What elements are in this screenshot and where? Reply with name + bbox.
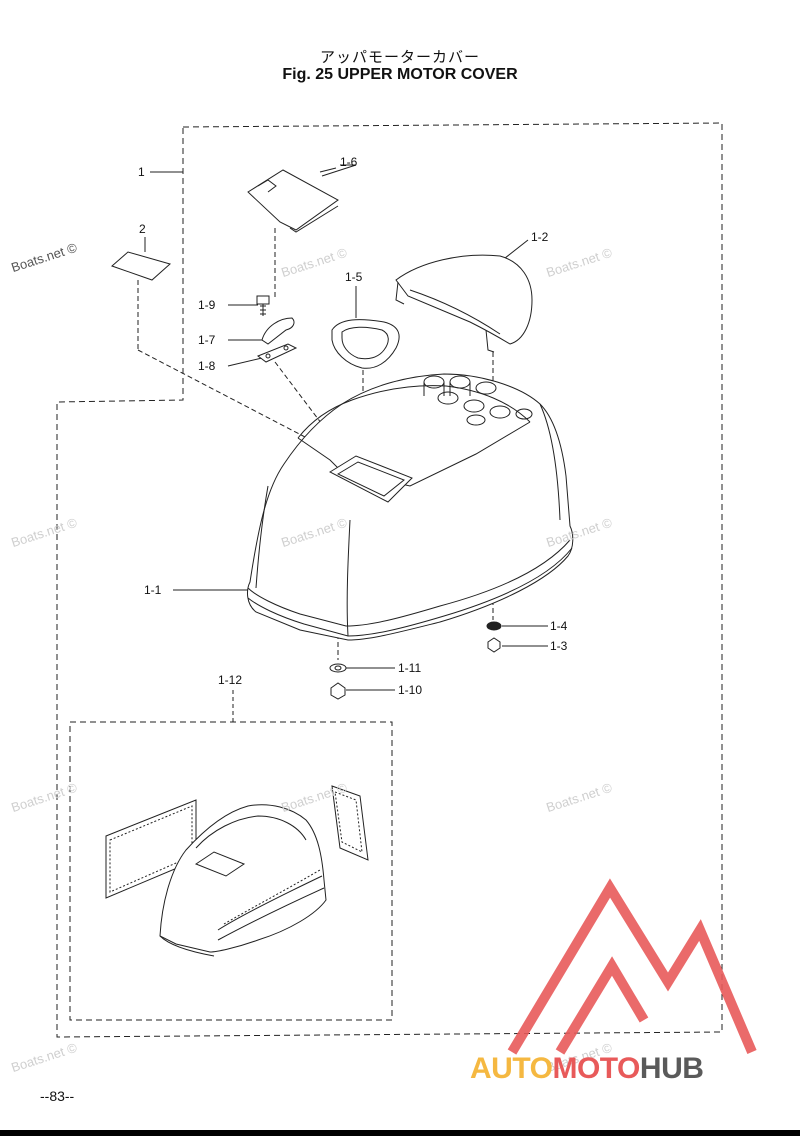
brand-part-hub: HUB bbox=[639, 1052, 704, 1085]
brand-wordmark: AUTOMOTOHUB bbox=[470, 1052, 704, 1086]
brand-part-moto: MOTO bbox=[552, 1052, 640, 1085]
assembly-border bbox=[56, 122, 723, 1038]
callout-1-1: 1-1 bbox=[144, 583, 162, 597]
label-part-2 bbox=[111, 251, 172, 281]
bottom-bar bbox=[0, 1130, 800, 1136]
callout-1-3: 1-3 bbox=[550, 639, 568, 653]
decal-set-border bbox=[69, 721, 393, 1021]
callout-1-4: 1-4 bbox=[550, 619, 568, 633]
callout-1-10: 1-10 bbox=[398, 683, 423, 697]
figure-title: Fig. 25 UPPER MOTOR COVER bbox=[282, 66, 518, 83]
latch-part-1-7 bbox=[261, 317, 295, 345]
nut-part-1-10 bbox=[330, 682, 346, 700]
callout-1-6: 1-6 bbox=[340, 155, 358, 169]
callout-2: 2 bbox=[139, 222, 146, 236]
brand-logo-icon bbox=[507, 878, 757, 1055]
washer-part-1-11 bbox=[329, 663, 347, 673]
title-japanese: アッパモーターカバー bbox=[319, 48, 480, 66]
brand-part-auto: AUTO bbox=[470, 1052, 553, 1085]
callout-1-2: 1-2 bbox=[531, 230, 549, 244]
callout-1: 1 bbox=[138, 165, 145, 179]
callout-1-8: 1-8 bbox=[198, 359, 216, 373]
intake-tubes bbox=[423, 375, 533, 426]
callout-1-7: 1-7 bbox=[198, 333, 216, 347]
washer-part-1-4 bbox=[486, 621, 502, 631]
page-number: --83-- bbox=[40, 1088, 75, 1104]
callout-1-5: 1-5 bbox=[345, 270, 363, 284]
seal-part-1-5 bbox=[331, 319, 400, 369]
rear-cover-part-1-2 bbox=[395, 254, 533, 345]
nut-part-1-3 bbox=[487, 637, 501, 653]
main-cover-part-1-1 bbox=[247, 373, 574, 641]
decal-set-illustration bbox=[105, 785, 369, 957]
callout-1-9: 1-9 bbox=[198, 298, 216, 312]
latch-plate-part-1-8 bbox=[256, 343, 298, 363]
plate-part-1-6 bbox=[247, 169, 339, 231]
callout-1-12: 1-12 bbox=[218, 673, 243, 687]
callout-1-11: 1-11 bbox=[398, 661, 422, 675]
